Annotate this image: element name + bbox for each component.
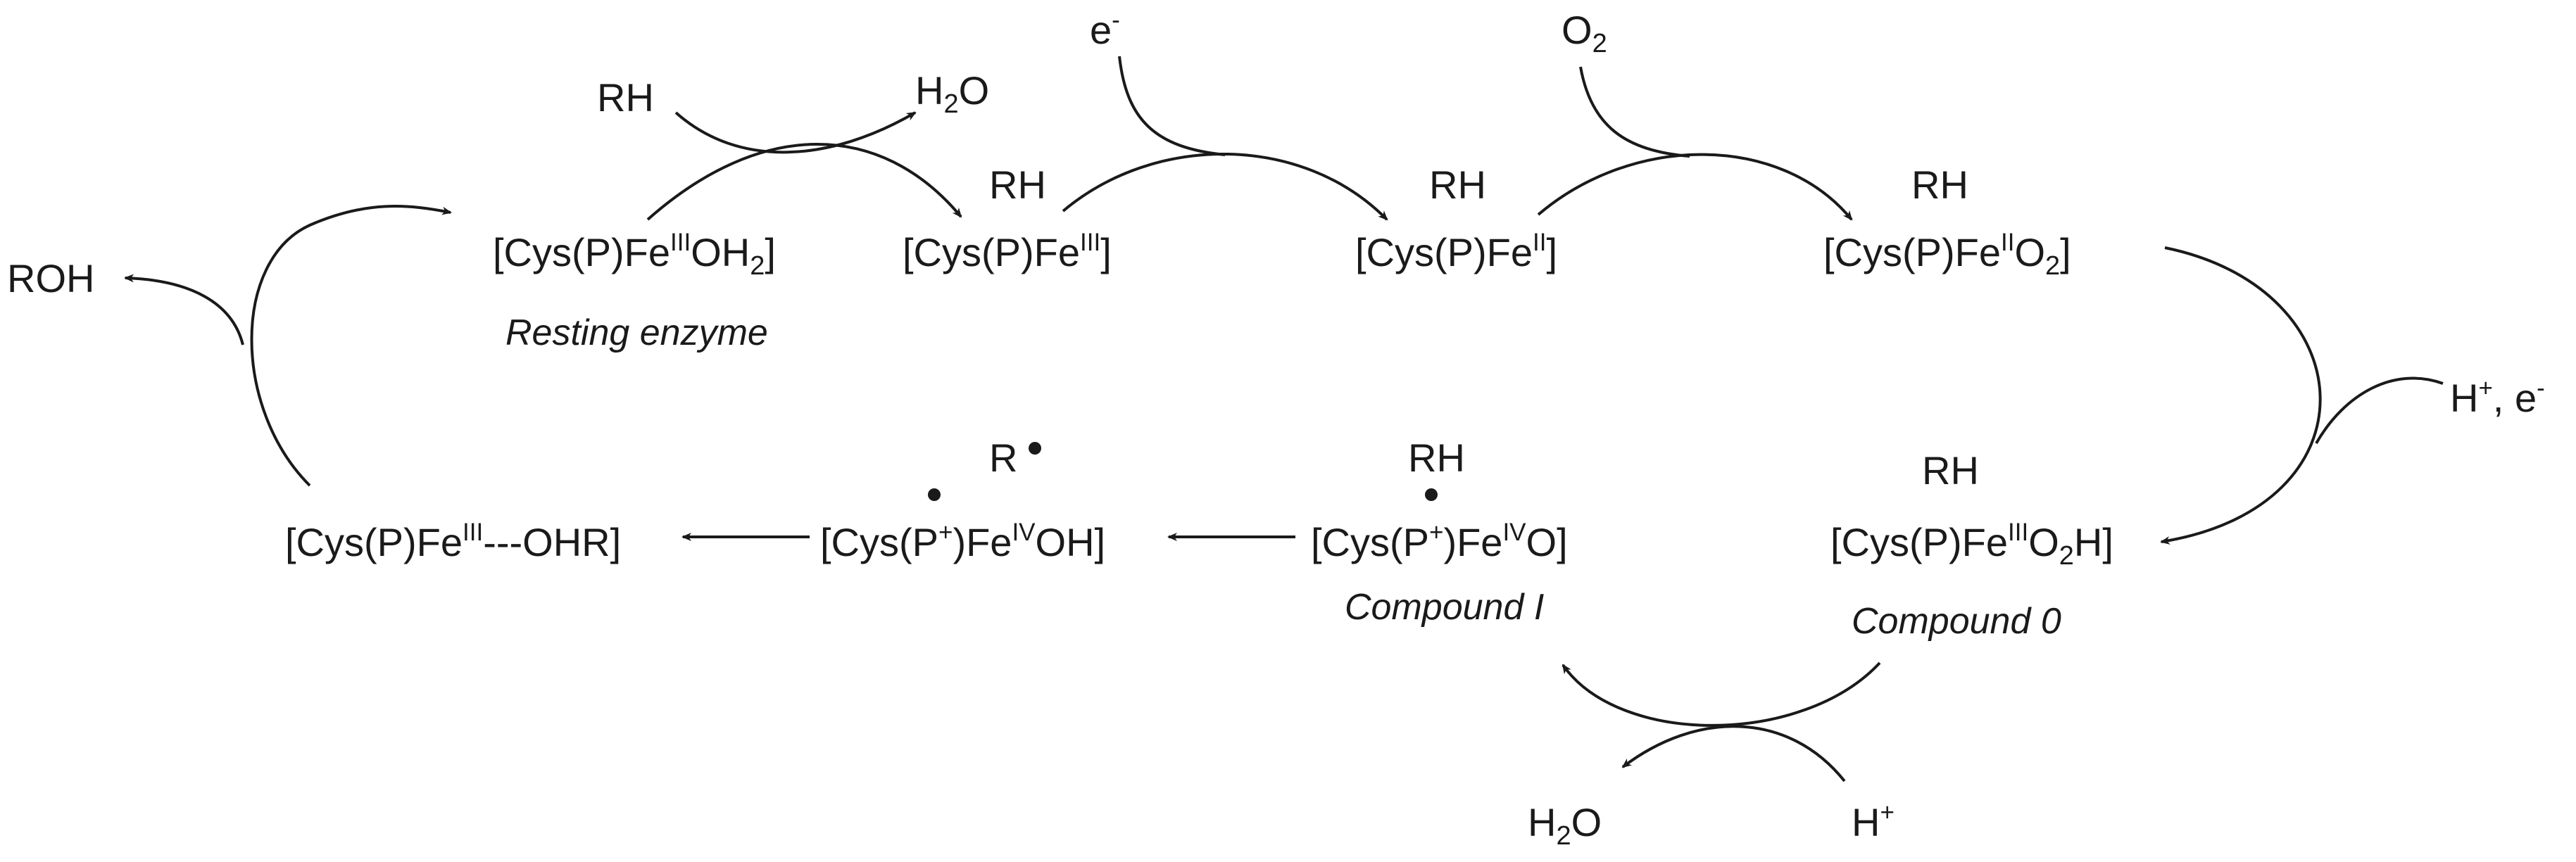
- arrow-proton-in-h2o-out: [1621, 725, 1846, 782]
- proton-bottom-label: H+: [1852, 799, 1895, 844]
- compound1-rh-label: RH: [1408, 436, 1465, 480]
- fe2o2-rh-label: RH: [1911, 163, 1968, 207]
- proton-electron-label: H+, e-: [2450, 374, 2545, 420]
- arrow-proton-electron-in: [2315, 376, 2444, 444]
- compound1-caption: Compound I: [1345, 587, 1544, 628]
- resting-enzyme-formula: [Cys(P)FeIIIOH2]: [493, 229, 776, 281]
- arrow-o2-in: [1579, 66, 1690, 158]
- compound1-formula: [Cys(P+)FeIVO]: [1311, 519, 1568, 564]
- arrow-roh-release: [124, 274, 244, 346]
- rh-substrate-label: RH: [597, 75, 654, 120]
- o2-label: O2: [1562, 8, 1607, 58]
- arrow-electron-in: [1118, 56, 1226, 156]
- arrow-fe3-to-fe2: [1062, 153, 1388, 221]
- fe2o2-formula: [Cys(P)FeIIO2]: [1823, 229, 2071, 281]
- fe2-rh-formula: [Cys(P)FeII]: [1355, 229, 1557, 274]
- h2o-out-bottom-label: H2O: [1528, 800, 1602, 851]
- substrate-radical-dot: [1029, 442, 1041, 455]
- arrow-resting-to-fe3: [646, 143, 962, 221]
- radical-r-label: R: [989, 436, 1017, 480]
- compound0-caption: Compound 0: [1852, 601, 2061, 642]
- compound0-rh-label: RH: [1922, 448, 1979, 493]
- porphyrin-radical-dot: [928, 488, 941, 501]
- compound1-radical-dot: [1425, 488, 1438, 501]
- fe3-rh-label: RH: [989, 163, 1046, 207]
- arrow-product-to-resting: [250, 205, 452, 487]
- h2o-out-top-label: H2O: [915, 68, 989, 119]
- arrow-fe2-to-fe2o2: [1537, 153, 1853, 221]
- radical-pair-formula: [Cys(P+)FeIVOH]: [820, 519, 1105, 564]
- resting-enzyme-caption: Resting enzyme: [505, 312, 768, 353]
- arrow-fe2o2-to-compound0: [2160, 246, 2322, 545]
- fe3-rh-formula: [Cys(P)FeIII]: [903, 229, 1112, 274]
- fe2-rh-label: RH: [1429, 163, 1486, 207]
- compound0-formula: [Cys(P)FeIIIO2H]: [1830, 519, 2113, 571]
- electron-label: e-: [1090, 6, 1120, 52]
- roh-product-label: ROH: [7, 256, 94, 300]
- arrow-rh-in-h2o-out: [674, 111, 917, 154]
- product-complex-formula: [Cys(P)FeIII---OHR]: [285, 519, 621, 564]
- arrow-compound0-to-compound1: [1562, 661, 1881, 727]
